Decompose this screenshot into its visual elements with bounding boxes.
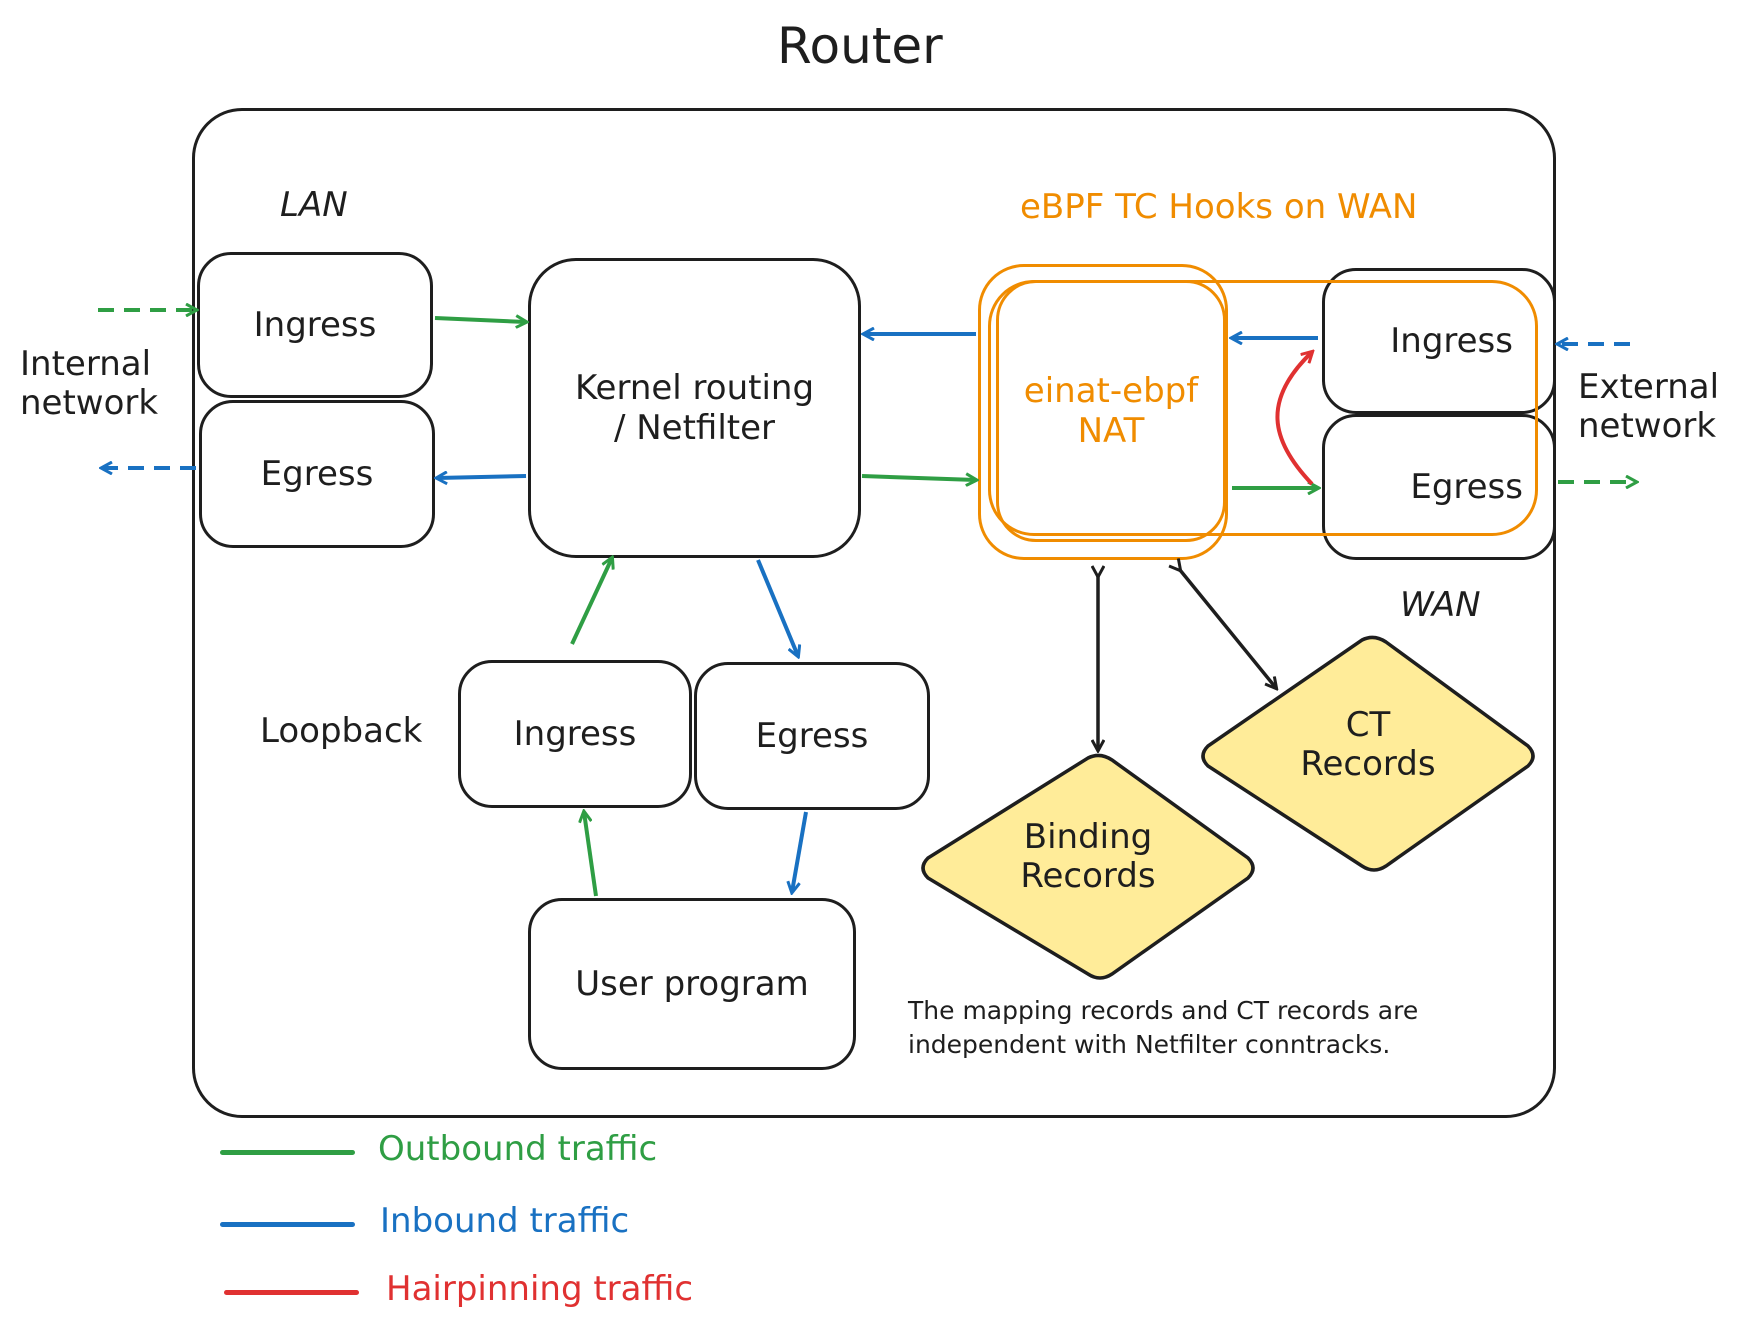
loopback-ingress-box: Ingress [458, 660, 692, 808]
lan-egress-box: Egress [199, 400, 435, 548]
user-program-label: User program [575, 964, 809, 1004]
arrow-lan-ingress-to-kernel [434, 318, 526, 322]
external-network-label: External network [1578, 367, 1720, 447]
wan-ingress-label: Ingress [1390, 321, 1513, 361]
lan-label: LAN [280, 185, 348, 225]
lan-egress-label: Egress [260, 454, 374, 494]
lan-ingress-box: Ingress [197, 252, 433, 398]
ebpf-hooks-region [988, 280, 1538, 536]
ct-line1: CT [1345, 705, 1391, 745]
diagram-title: Router [777, 17, 943, 75]
arrow-kernel-to-nat [861, 476, 976, 480]
legend-hairpinning-label: Hairpinning traffic [386, 1269, 694, 1309]
kernel-line2: / Netfilter [613, 408, 776, 448]
legend-outbound-label: Outbound traffic [378, 1129, 658, 1169]
external-network-line1: External [1578, 367, 1720, 407]
nat-line1: einat-ebpf [1023, 371, 1199, 411]
internal-network-line1: Internal [20, 344, 152, 384]
arrow-loopback-ingress-to-kernel [570, 558, 612, 645]
kernel-routing-box: Kernel routing / Netfilter [528, 258, 861, 558]
kernel-line1: Kernel routing [574, 368, 815, 408]
external-network-line2: network [1578, 406, 1717, 447]
nat-line2: NAT [1077, 411, 1145, 451]
records-note: The mapping records and CT records are i… [908, 994, 1418, 1062]
binding-records-diamond [921, 753, 1255, 980]
legend-hairpinning-swatch [224, 1290, 359, 1295]
note-line2: independent with Netfilter conntracks. [908, 1029, 1391, 1059]
arrow-kernel-to-loopback-egress [756, 559, 798, 656]
loopback-label: Loopback [260, 711, 423, 751]
ebpf-hooks-label: eBPF TC Hooks on WAN [1020, 187, 1418, 227]
internal-network-line2: network [20, 383, 159, 424]
wan-label: WAN [1400, 585, 1481, 625]
loopback-ingress-label: Ingress [513, 714, 637, 754]
ct-records-diamond [1201, 635, 1535, 872]
loopback-egress-box: Egress [694, 662, 930, 810]
legend-inbound-swatch [220, 1222, 355, 1227]
legend-inbound-label: Inbound traffic [380, 1201, 630, 1241]
legend-outbound-swatch [220, 1150, 355, 1155]
arrow-hairpinning [1275, 352, 1312, 486]
arrow-loopback-egress-to-user [792, 811, 808, 892]
binding-line1: Binding [1023, 817, 1153, 857]
binding-line2: Records [1020, 856, 1156, 897]
ebpf-nat-outer [978, 264, 1228, 560]
arrow-nat-ct-records [1180, 570, 1276, 688]
ct-line2: Records [1300, 744, 1436, 785]
loopback-egress-label: Egress [755, 716, 869, 756]
router-boundary [192, 108, 1556, 1118]
binding-records-label: Binding Records [988, 817, 1188, 897]
arrow-user-to-loopback-ingress [584, 812, 598, 897]
ct-records-label: CT Records [1268, 705, 1468, 785]
arrow-kernel-to-lan-egress [437, 476, 527, 478]
lan-ingress-label: Ingress [253, 305, 377, 345]
note-line1: The mapping records and CT records are [908, 996, 1419, 1025]
internal-network-label: Internal network [20, 344, 159, 424]
user-program-box: User program [528, 898, 856, 1070]
wan-ingress-box: Ingress [1322, 268, 1556, 414]
einat-ebpf-nat-box: einat-ebpf NAT [996, 280, 1226, 542]
